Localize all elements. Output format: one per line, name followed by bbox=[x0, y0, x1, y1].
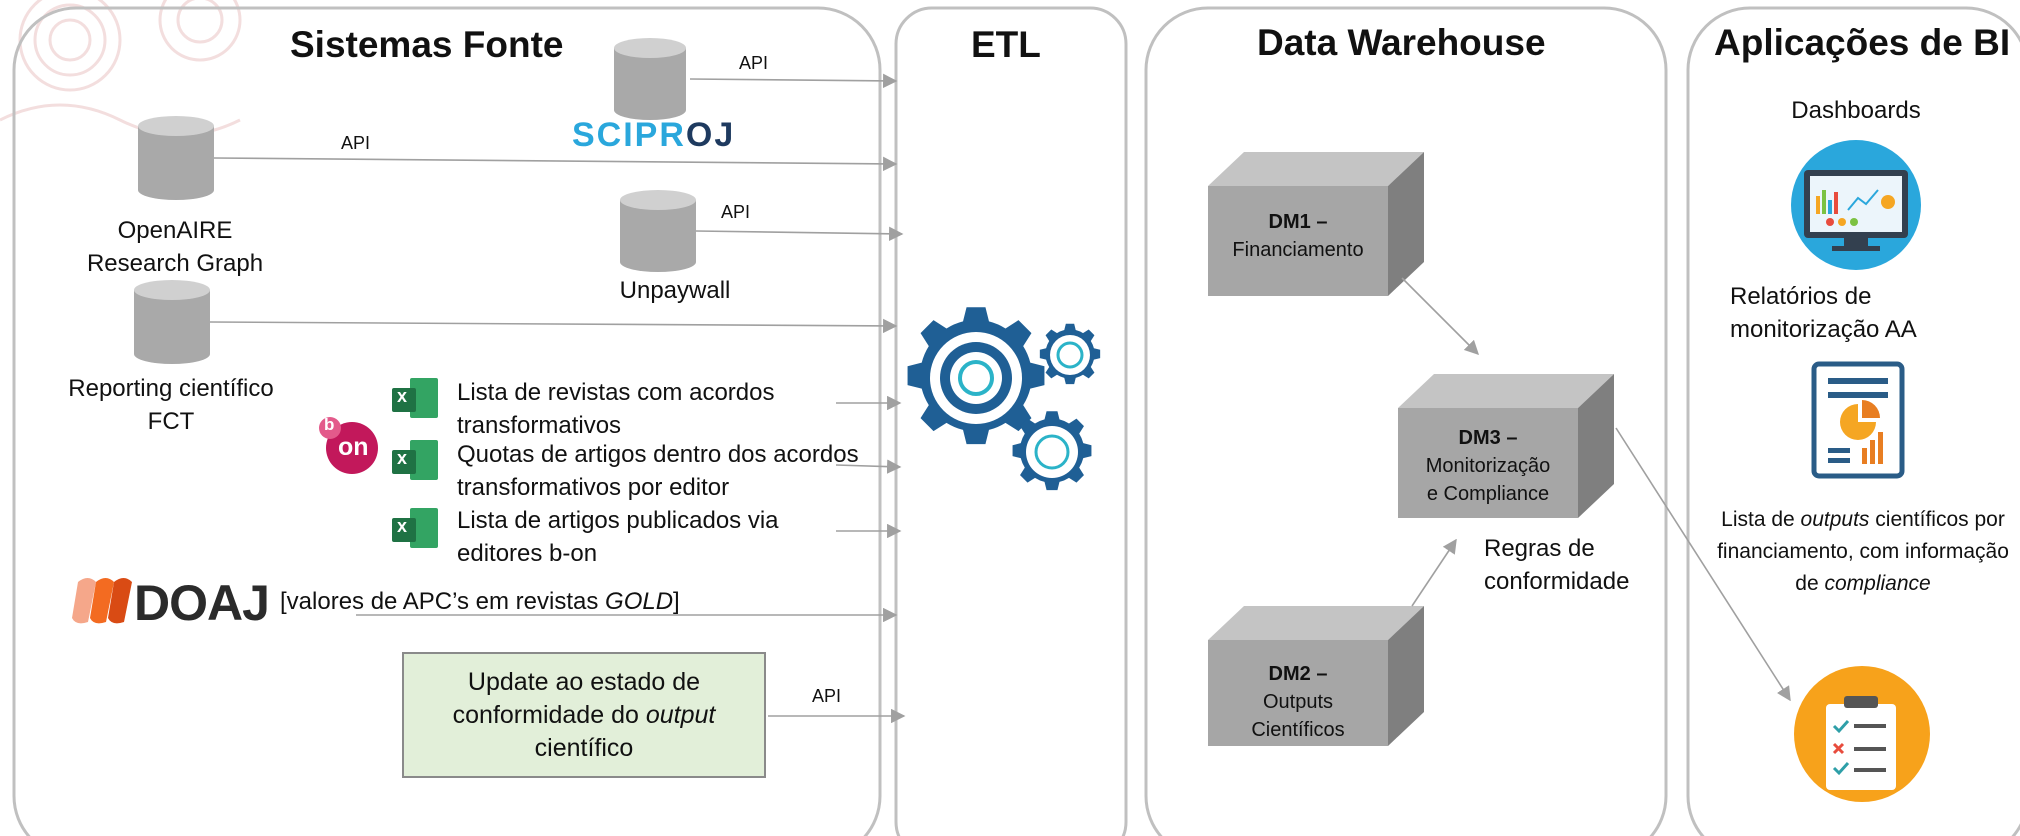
openaire-label-line2: Research Graph bbox=[86, 250, 264, 277]
openaire-label: OpenAIRE Research Graph bbox=[60, 214, 290, 280]
dm1-label: DM1 – Financiamento bbox=[1208, 208, 1388, 264]
excel-source-agreements: Lista de revistas com acordos transforma… bbox=[457, 376, 774, 442]
dm3-name-line1: Monitorização bbox=[1425, 455, 1551, 477]
b-on-logo: b on bbox=[310, 413, 370, 473]
excel-source-quotas-line1: Quotas de artigos dentro dos acordos bbox=[457, 441, 859, 468]
doaj-description-a: [valores de APC’s em revistas bbox=[280, 588, 606, 615]
doaj-description-gold: GOLD bbox=[605, 588, 674, 615]
dm2-name-line2: Científicos bbox=[1251, 719, 1345, 741]
reporting-label-line2: FCT bbox=[147, 408, 195, 435]
report-icon bbox=[1811, 361, 1905, 479]
dm3-name-line2: e Compliance bbox=[1426, 483, 1550, 505]
sciproj-logo-sci: SCIPR bbox=[572, 116, 686, 154]
dw-title: Data Warehouse bbox=[1257, 22, 1546, 63]
excel-source-articles: Lista de artigos publicados via editores… bbox=[457, 504, 779, 570]
excel-source-agreements-line1: Lista de revistas com acordos bbox=[457, 379, 775, 406]
dm3-cube bbox=[1398, 374, 1614, 518]
reports-label: Relatórios de monitorização AA bbox=[1730, 280, 1980, 346]
database-icon bbox=[134, 280, 210, 364]
outputs-text-compliance: compliance bbox=[1824, 572, 1931, 595]
dm2-cube bbox=[1208, 606, 1424, 746]
outputs-text-b: científicos por financiamento, com infor… bbox=[1717, 508, 2009, 595]
update-compliance-box: Update ao estado de conformidade do outp… bbox=[402, 652, 766, 778]
dw-arrows bbox=[1401, 277, 1791, 702]
dm3-code: DM3 – bbox=[1458, 427, 1518, 449]
api-label-openaire: API bbox=[341, 133, 371, 153]
update-text-output: output bbox=[645, 700, 716, 729]
dm2-label: DM2 – Outputs Científicos bbox=[1208, 660, 1388, 744]
dashboards-label: Dashboards bbox=[1791, 97, 1921, 124]
decorative-swirl bbox=[0, 0, 242, 137]
excel-source-quotas: Quotas de artigos dentro dos acordos tra… bbox=[457, 438, 859, 504]
dm3-label: DM3 – Monitorização e Compliance bbox=[1398, 424, 1578, 508]
api-label-update: API bbox=[812, 686, 842, 706]
doaj-description-b: ] bbox=[673, 588, 680, 615]
update-compliance-text: Update ao estado de conformidade do outp… bbox=[414, 666, 754, 765]
reports-label-line2: monitorização AA bbox=[1730, 316, 1917, 343]
update-text-b: científico bbox=[534, 733, 634, 762]
openaire-label-line1: OpenAIRE bbox=[117, 217, 233, 244]
excel-icon bbox=[392, 508, 438, 548]
dm1-code: DM1 – bbox=[1268, 211, 1328, 233]
outputs-text-outputs: outputs bbox=[1800, 508, 1870, 531]
reporting-label: Reporting científico FCT bbox=[40, 372, 302, 438]
excel-letter: x bbox=[397, 448, 408, 468]
reporting-label-line1: Reporting científico bbox=[68, 375, 274, 402]
update-text-a: Update ao estado de conformidade do bbox=[452, 667, 701, 729]
b-on-logo-b: b bbox=[324, 415, 335, 434]
doaj-logo-icon bbox=[72, 578, 132, 624]
source-arrows bbox=[209, 73, 906, 724]
checklist-icon bbox=[1794, 666, 1930, 802]
database-icon bbox=[138, 116, 214, 200]
sciproj-logo-oj: OJ bbox=[685, 116, 736, 154]
dm1-cube bbox=[1208, 152, 1424, 296]
dm2-code: DM2 – bbox=[1268, 663, 1328, 685]
reports-label-line1: Relatórios de bbox=[1730, 283, 1872, 310]
unpaywall-label: Unpaywall bbox=[619, 277, 731, 304]
b-on-logo-icon bbox=[319, 417, 378, 474]
excel-source-articles-line2: editores b-on bbox=[457, 540, 598, 567]
excel-source-articles-line1: Lista de artigos publicados via bbox=[457, 507, 779, 534]
b-on-logo-on: on bbox=[338, 433, 369, 461]
database-icon bbox=[620, 190, 696, 272]
excel-source-quotas-line2: transformativos por editor bbox=[457, 474, 730, 501]
etl-gears-icon bbox=[907, 307, 1101, 491]
dm2-name-line1: Outputs bbox=[1262, 691, 1334, 713]
bi-panel bbox=[1686, 6, 2020, 836]
excel-icon bbox=[392, 378, 438, 418]
dw-panel bbox=[1144, 6, 1668, 836]
etl-title: ETL bbox=[971, 24, 1041, 65]
compliance-rules-line2: conformidade bbox=[1484, 568, 1630, 595]
excel-letter: x bbox=[397, 386, 408, 406]
sciproj-logo: SCIPROJ bbox=[572, 116, 735, 155]
excel-source-agreements-line2: transformativos bbox=[457, 412, 622, 439]
sources-panel bbox=[12, 6, 882, 836]
compliance-rules-label: Regras de conformidade bbox=[1484, 532, 1629, 598]
api-label-sciproj: API bbox=[739, 53, 769, 73]
sources-title: Sistemas Fonte bbox=[290, 24, 564, 65]
dm1-name: Financiamento bbox=[1232, 239, 1364, 261]
compliance-rules-line1: Regras de bbox=[1484, 535, 1595, 562]
outputs-text-a: Lista de bbox=[1721, 508, 1801, 531]
excel-letter: x bbox=[397, 516, 408, 536]
doaj-logo: DOAJ bbox=[134, 575, 270, 631]
doaj-description: [valores de APC’s em revistas GOLD] bbox=[280, 585, 680, 618]
excel-icon bbox=[392, 440, 438, 480]
database-icon bbox=[614, 38, 686, 120]
outputs-list-label: Lista de outputs científicos por financi… bbox=[1710, 504, 2016, 600]
api-label-unpaywall: API bbox=[721, 202, 751, 222]
etl-panel bbox=[894, 6, 1128, 836]
dashboard-icon bbox=[1791, 140, 1921, 270]
bi-title: Aplicações de BI bbox=[1714, 22, 2011, 63]
